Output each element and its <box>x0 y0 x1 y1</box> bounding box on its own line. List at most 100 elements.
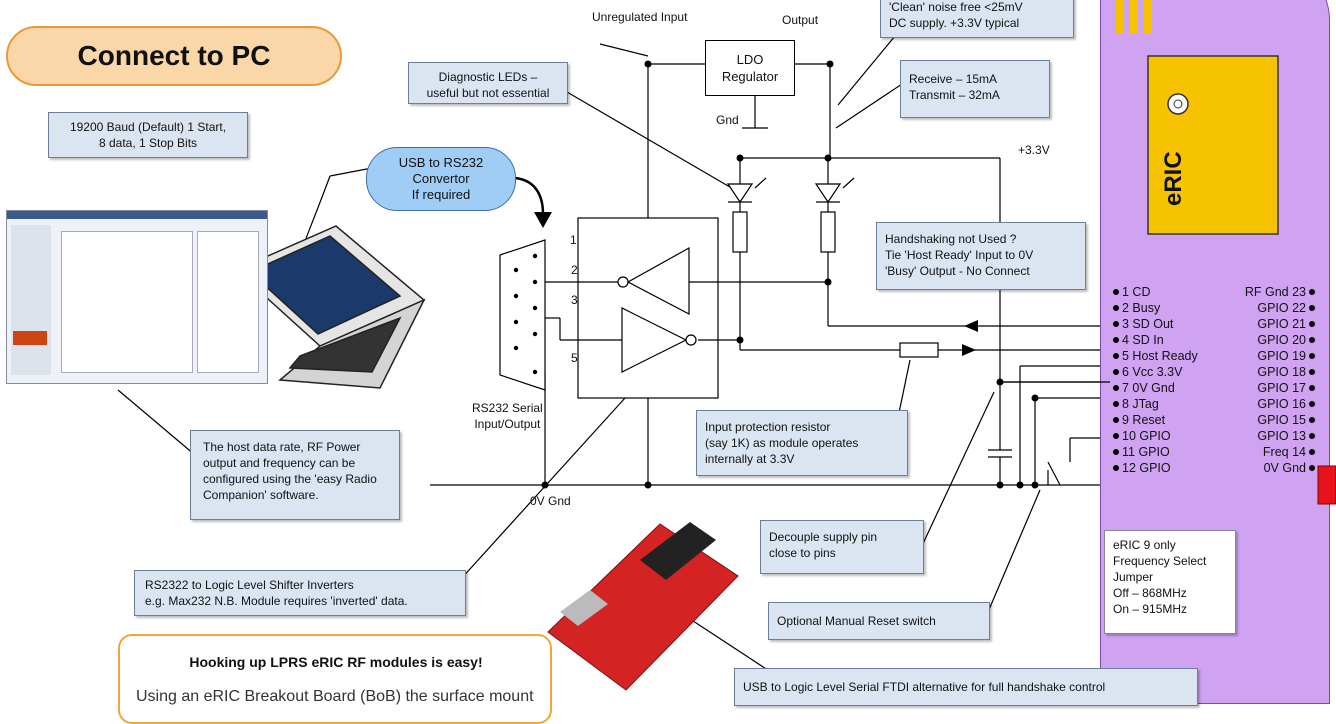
host-rate-note: The host data rate, RF Power output and … <box>190 430 400 520</box>
ldo-regulator: LDO Regulator <box>705 40 795 96</box>
pin-label-right: GPIO 13 <box>1257 429 1306 443</box>
hooking-body: Using an eRIC Breakout Board (BoB) the s… <box>136 688 534 705</box>
pin-label-left: 12 GPIO <box>1122 461 1171 475</box>
pin-dot <box>1113 449 1119 455</box>
pin-dot <box>1309 433 1315 439</box>
db9-pin-1: 1 <box>570 233 577 247</box>
pin-dot <box>1113 353 1119 359</box>
pin-dot <box>1113 321 1119 327</box>
pin-dot <box>1113 417 1119 423</box>
software-screenshot <box>6 210 268 384</box>
zero-volt-label: 0V Gnd <box>530 494 571 505</box>
pin-dot <box>1113 433 1119 439</box>
arrow-sd-out <box>964 320 978 332</box>
clean-supply-note: 'Clean' noise free <25mV DC supply. +3.3… <box>880 0 1074 38</box>
supply-3v3-label: +3.3V <box>1018 143 1050 157</box>
pin-label-right: GPIO 19 <box>1257 349 1306 363</box>
node-dot <box>1031 394 1039 402</box>
pin-dot <box>1309 449 1315 455</box>
eric-chip-top <box>1116 0 1279 235</box>
db9-pin-5: 5 <box>571 351 578 365</box>
node-dot <box>644 481 652 489</box>
node-dot <box>1016 481 1024 489</box>
board-overlay <box>1000 0 1336 505</box>
pin-dot <box>1309 289 1315 295</box>
pin-label-left: 6 Vcc 3.3V <box>1122 365 1183 379</box>
hooking-panel: Hooking up LPRS eRIC RF modules is easy!… <box>118 634 552 724</box>
pin-dot <box>1309 353 1315 359</box>
pin-dot <box>1309 321 1315 327</box>
pin-dot <box>1113 337 1119 343</box>
db9-pin-2: 2 <box>571 263 578 277</box>
usb-convertor-label: USB to RS232 Convertor If required <box>366 147 516 211</box>
pin-dot <box>1309 401 1315 407</box>
pin-label-right: GPIO 21 <box>1257 317 1306 331</box>
pin-label-right: RF Gnd 23 <box>1244 285 1306 299</box>
node-dot <box>996 481 1004 489</box>
arrow-usb <box>534 212 552 228</box>
pin-label-left: 8 JTag <box>1122 397 1159 411</box>
page-title: Connect to PC <box>6 26 342 86</box>
level-shifter-note: RS2322 to Logic Level Shifter Inverters … <box>134 570 466 616</box>
ftdi-note: USB to Logic Level Serial FTDI alternati… <box>734 668 1198 706</box>
node-dot <box>826 60 834 68</box>
pin-label-right: GPIO 16 <box>1257 397 1306 411</box>
unregulated-input-label: Unregulated Input <box>592 10 688 24</box>
hooking-title: Hooking up LPRS eRIC RF modules is easy! <box>189 654 483 670</box>
laptop-image <box>234 225 426 389</box>
rs232-label: RS232 Serial Input/Output <box>472 401 543 431</box>
module-name: eRIC <box>1160 151 1187 206</box>
pin-dot <box>1113 385 1119 391</box>
pin-dot <box>1309 465 1315 471</box>
buffer-triangles <box>617 246 697 373</box>
arrow-sd-in <box>962 344 976 356</box>
pin-label-right: GPIO 15 <box>1257 413 1306 427</box>
pin-dot <box>1309 417 1315 423</box>
pin-dot <box>1113 369 1119 375</box>
node-dot <box>541 481 549 489</box>
input-protection-note: Input protection resistor (say 1K) as mo… <box>696 410 908 476</box>
node-dot <box>1031 481 1039 489</box>
frequency-select-note: eRIC 9 only Frequency Select Jumper Off … <box>1104 530 1236 634</box>
db9-connector <box>499 239 546 391</box>
pin-dot <box>1309 305 1315 311</box>
output-label: Output <box>782 13 819 27</box>
db9-pin-3: 3 <box>571 293 578 307</box>
pin-label-left: 9 Reset <box>1122 413 1166 427</box>
pin-label-right: GPIO 20 <box>1257 333 1306 347</box>
pin-dot <box>1113 305 1119 311</box>
handshake-note: Handshaking not Used ? Tie 'Host Ready' … <box>876 222 1086 290</box>
decouple-note: Decouple supply pin close to pins <box>760 520 924 574</box>
gnd-label: Gnd <box>716 113 739 127</box>
usb-arrow-curve <box>514 176 545 215</box>
pin-label-left: 1 CD <box>1122 285 1151 299</box>
reset-switch-note: Optional Manual Reset switch <box>768 602 990 640</box>
pin-dot <box>1113 401 1119 407</box>
node-dot <box>824 278 832 286</box>
led-symbols <box>726 177 855 204</box>
pin-label-left: 3 SD Out <box>1122 317 1174 331</box>
current-note: Receive – 15mA Transmit – 32mA <box>900 60 1050 118</box>
pin-dot <box>1309 369 1315 375</box>
pin-dot <box>1309 385 1315 391</box>
pin-label-right: GPIO 18 <box>1257 365 1306 379</box>
pin-label-right: GPIO 22 <box>1257 301 1306 315</box>
pin-dot <box>1113 465 1119 471</box>
node-dot <box>824 154 832 162</box>
pin-label-left: 4 SD In <box>1122 333 1164 347</box>
pin-label-left: 5 Host Ready <box>1122 349 1198 363</box>
node-dot <box>644 60 652 68</box>
pin-label-right: Freq 14 <box>1262 445 1306 459</box>
pin-label-right: GPIO 17 <box>1257 381 1306 395</box>
pin-dot <box>1309 337 1315 343</box>
node-dot <box>736 154 744 162</box>
pin-label-left: 11 GPIO <box>1122 445 1170 459</box>
pin-label-left: 2 Busy <box>1122 301 1161 315</box>
pin-dot <box>1113 289 1119 295</box>
pin-label-left: 7 0V Gnd <box>1122 381 1175 395</box>
baud-note: 19200 Baud (Default) 1 Start, 8 data, 1 … <box>48 112 248 158</box>
diagnostic-leds-note: Diagnostic LEDs – useful but not essenti… <box>408 62 568 104</box>
pin-label-left: 10 GPIO <box>1122 429 1171 443</box>
pin-label-right: 0V Gnd <box>1263 461 1306 475</box>
ftdi-board-image <box>547 522 739 691</box>
